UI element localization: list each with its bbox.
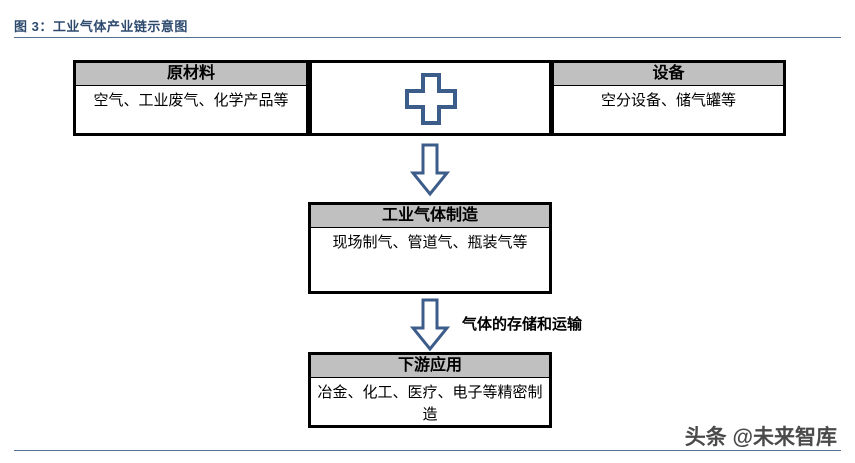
footer-divider <box>14 450 841 451</box>
node-downstream-body: 冶金、化工、医疗、电子等精密制造 <box>317 384 543 423</box>
node-raw-material-header: 原材料 <box>76 63 306 86</box>
node-manufacturing-body: 现场制气、管道气、瓶装气等 <box>332 234 528 251</box>
node-equipment: 设备 空分设备、储气罐等 <box>551 60 786 136</box>
node-equipment-body: 空分设备、储气罐等 <box>600 92 736 109</box>
node-raw-material-body: 空气、工业废气、化学产品等 <box>93 92 289 109</box>
node-raw-material: 原材料 空气、工业废气、化学产品等 <box>73 60 309 136</box>
node-equipment-header: 设备 <box>554 63 783 86</box>
node-manufacturing: 工业气体制造 现场制气、管道气、瓶装气等 <box>308 202 552 294</box>
node-downstream: 下游应用 冶金、化工、医疗、电子等精密制造 <box>308 352 552 428</box>
watermark: 头条 @未来智库 <box>684 426 837 449</box>
node-manufacturing-header: 工业气体制造 <box>311 205 549 228</box>
figure-title: 图 3：工业气体产业链示意图 <box>14 19 188 34</box>
title-divider-top <box>14 37 841 38</box>
down-arrow-icon <box>410 298 450 352</box>
node-downstream-header: 下游应用 <box>311 355 549 378</box>
connector-label-storage-transport: 气体的存储和运输 <box>462 316 583 333</box>
plus-icon <box>404 72 458 126</box>
down-arrow-icon <box>410 143 450 197</box>
